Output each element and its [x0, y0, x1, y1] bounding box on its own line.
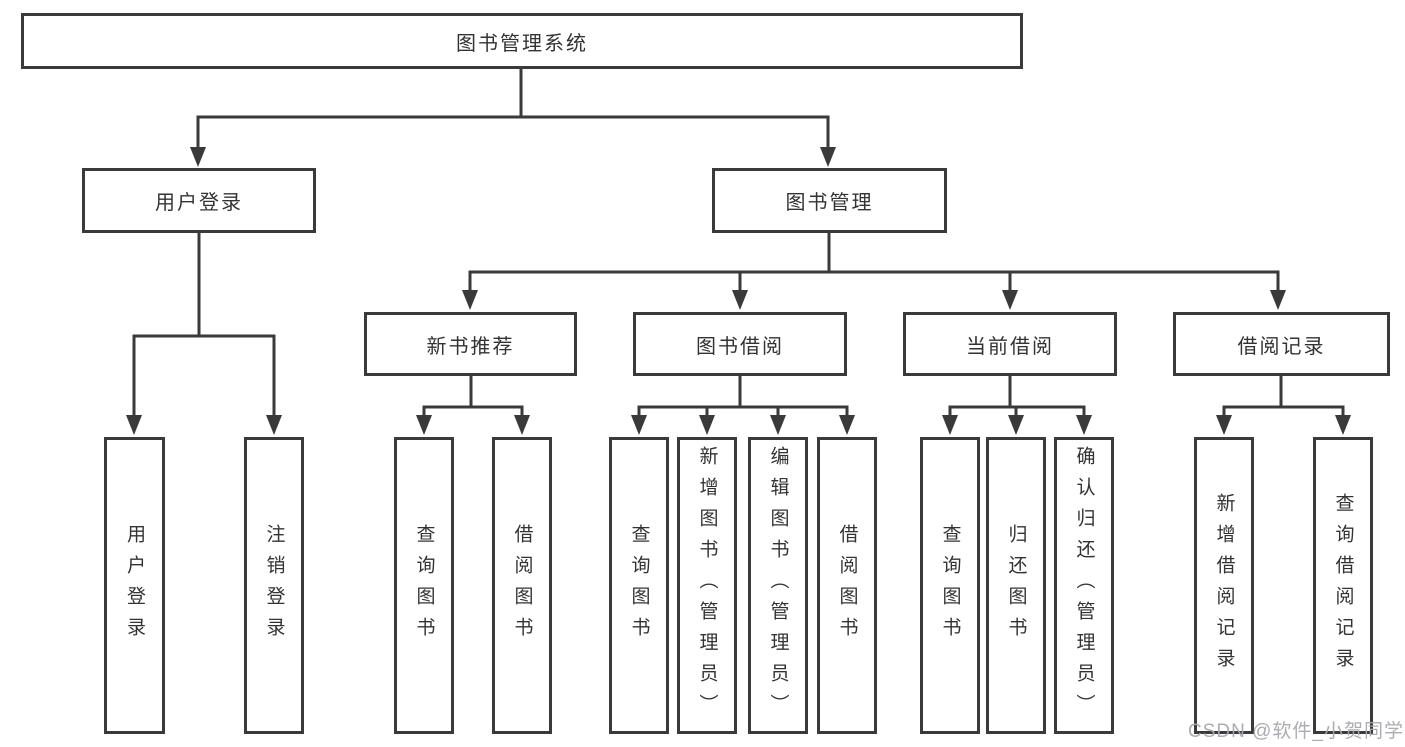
node-query-books-recommend: 查询图书 — [394, 437, 454, 734]
node-query-books-current: 查询图书 — [920, 437, 980, 734]
node-add-borrow-record: 新增借阅记录 — [1194, 437, 1254, 734]
node-borrow-books-recommend: 借阅图书 — [492, 437, 552, 734]
node-confirm-return-admin: 确认归还（管理员） — [1054, 437, 1114, 734]
node-library-system: 图书管理系统 — [21, 13, 1023, 69]
watermark: CSDN @软件_小贺同学 — [1188, 721, 1404, 742]
node-return-books: 归还图书 — [986, 437, 1046, 734]
node-book-borrowing: 图书借阅 — [633, 312, 847, 376]
node-user-login: 用户登录 — [82, 168, 316, 233]
node-query-borrow-record: 查询借阅记录 — [1313, 437, 1373, 734]
node-current-borrowing: 当前借阅 — [903, 312, 1117, 376]
node-logout-action: 注销登录 — [244, 437, 304, 734]
node-borrow-books-borrowing: 借阅图书 — [817, 437, 877, 734]
node-edit-book-admin: 编辑图书（管理员） — [748, 437, 808, 734]
node-add-book-admin: 新增图书（管理员） — [677, 437, 737, 734]
node-query-books-borrowing: 查询图书 — [609, 437, 669, 734]
node-user-login-action: 用户登录 — [104, 437, 165, 734]
node-book-management: 图书管理 — [712, 168, 947, 233]
node-new-book-recommend: 新书推荐 — [364, 312, 577, 376]
node-borrowing-records: 借阅记录 — [1173, 312, 1390, 376]
